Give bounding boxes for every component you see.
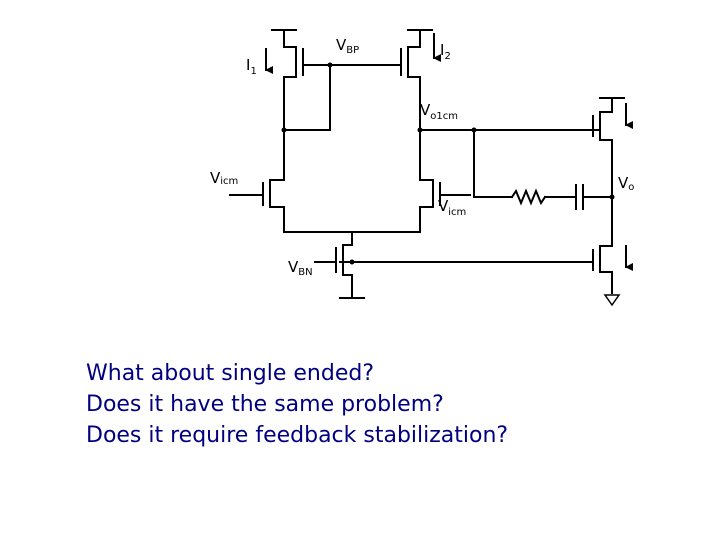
label-vo: Vo xyxy=(618,174,634,193)
compensation-resistor xyxy=(510,188,547,206)
label-vicm-right: Vicm xyxy=(438,197,466,218)
label-vbp: VBP xyxy=(336,36,359,56)
nmos-tail-transistor xyxy=(314,231,365,299)
question-line: Does it require feedback stabilization? xyxy=(86,423,509,448)
compensation-capacitor xyxy=(575,184,584,210)
junction-dot xyxy=(417,127,423,133)
nmos-input-left-transistor xyxy=(229,129,285,233)
nmos-output-transistor xyxy=(351,231,633,294)
junction-dot xyxy=(281,127,287,133)
question-line: Does it have the same problem? xyxy=(86,392,444,417)
junction-dot xyxy=(609,194,615,200)
label-i2: I2 xyxy=(440,41,451,62)
label-vicm-left: Vicm xyxy=(210,169,238,187)
pmos-i2-transistor xyxy=(329,29,433,131)
junction-dot xyxy=(349,259,355,265)
pmos-i1-transistor xyxy=(271,29,331,131)
ground-symbol xyxy=(603,294,621,307)
question-list: What about single ended? Does it have th… xyxy=(86,358,686,451)
label-vo1cm: Vo1cm xyxy=(420,101,458,122)
junction-dot xyxy=(471,127,477,133)
junction-dot xyxy=(327,62,333,68)
nmos-input-right-transistor xyxy=(419,129,471,233)
label-vbn: VBN xyxy=(288,258,313,278)
question-line: What about single ended? xyxy=(86,361,375,386)
pmos-output-transistor xyxy=(589,97,633,233)
label-i1: I1 xyxy=(246,56,257,77)
